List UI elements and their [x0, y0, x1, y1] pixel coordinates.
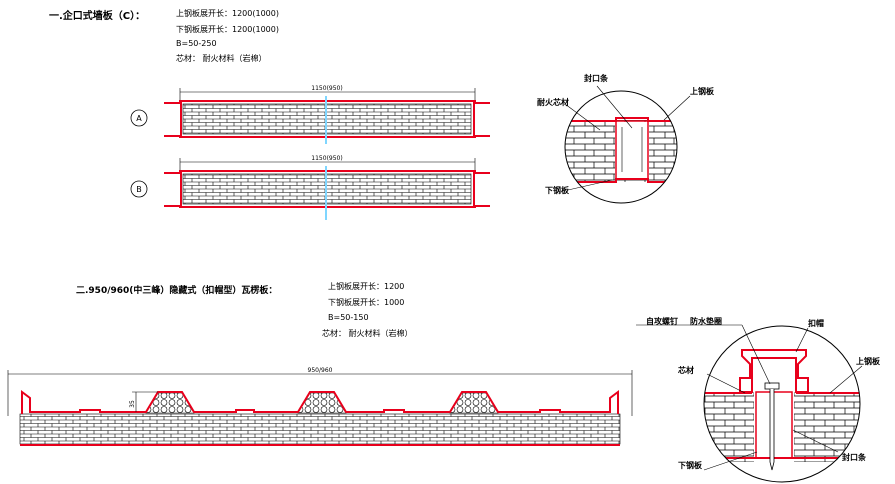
panel-a-marker	[130, 109, 148, 127]
detail-2-circle	[703, 325, 861, 483]
detail-1-circle	[564, 90, 678, 204]
rib-height-dim: 35	[129, 400, 136, 408]
panel-b-label: B	[136, 185, 142, 194]
section2-spec-core: 芯材： 耐火材料（岩棉）	[322, 328, 413, 338]
detail1-seal-strip: 封口条	[584, 73, 609, 83]
panel-b-marker	[130, 180, 148, 198]
roof-panel: 950/960 35	[7, 367, 633, 446]
section1-spec-top: 上钢板展开长：1200(1000)	[176, 8, 279, 18]
detail2-seal-strip: 封口条	[842, 452, 867, 462]
roof-panel-upper-steel	[21, 390, 619, 414]
panel-b-dimension: 1150(950)	[311, 155, 342, 162]
detail1-fire-core: 耐火芯材	[537, 97, 569, 107]
detail2-screw: 自攻螺钉	[646, 316, 678, 326]
detail1-lower-steel: 下钢板	[545, 185, 570, 195]
section1-spec-core: 芯材： 耐火材料（岩棉）	[176, 53, 267, 63]
panel-a-lower-steel	[164, 135, 490, 138]
panel-b-lower-steel	[164, 205, 490, 208]
rib-3	[449, 392, 499, 414]
detail2-lower-steel: 下钢板	[678, 460, 703, 470]
panel-b-upper-steel	[164, 170, 490, 174]
roof-panel-dimension: 950/960	[308, 367, 333, 374]
section1-spec-b: B=50-250	[176, 39, 217, 48]
panel-a-upper-steel	[164, 100, 490, 104]
section2-title: 二.950/960(中三峰）隐藏式（扣帽型）瓦楞板：	[76, 284, 277, 296]
section2-spec-bottom: 下钢板展开长：1000	[328, 297, 404, 307]
section2-spec-top: 上钢板展开长：1200	[328, 281, 404, 291]
panel-b: B 1150(950)	[130, 155, 490, 220]
panel-a: A 1150(950)	[130, 85, 490, 144]
detail-2: 自攻螺钉 防水垫圈 扣帽 芯材 上钢板 下钢板 封口条	[636, 316, 881, 483]
rib-1	[145, 392, 195, 414]
detail2-cap: 扣帽	[808, 318, 824, 328]
detail2-upper-steel: 上钢板	[856, 356, 881, 366]
panel-a-label: A	[136, 114, 142, 123]
section2-spec-b: B=50-150	[328, 313, 369, 322]
detail1-upper-steel: 上钢板	[690, 86, 715, 96]
detail2-washer: 防水垫圈	[690, 316, 722, 326]
detail-1: 封口条 耐火芯材 上钢板 下钢板	[537, 73, 715, 204]
section1-title: 一.企口式墙板（C）：	[49, 9, 145, 22]
roof-panel-core	[19, 413, 621, 445]
section1-spec-bottom: 下钢板展开长：1200(1000)	[176, 24, 279, 34]
panel-a-dimension: 1150(950)	[311, 85, 342, 92]
rib-2	[297, 392, 347, 414]
detail2-core: 芯材	[678, 365, 694, 375]
